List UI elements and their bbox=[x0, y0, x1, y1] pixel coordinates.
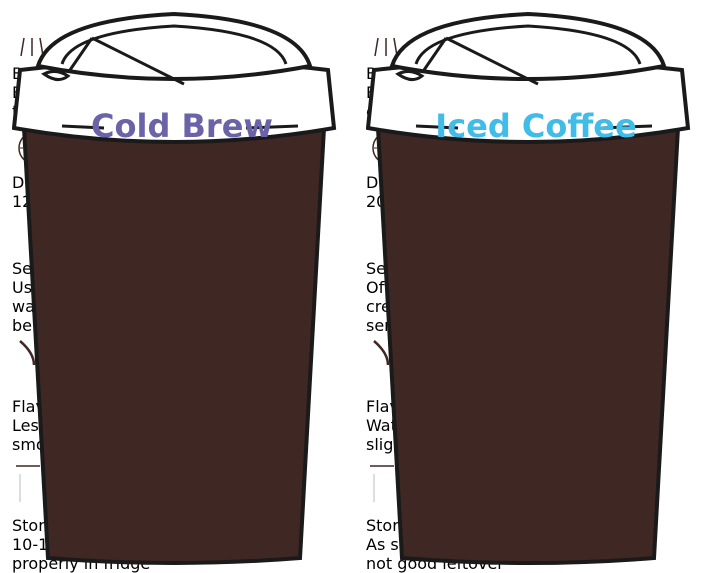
cup-title: Cold Brew bbox=[91, 107, 273, 145]
moka-pot-icon bbox=[366, 0, 706, 64]
jar-icon bbox=[12, 454, 352, 516]
cup-illustration bbox=[366, 11, 691, 565]
iced-coffee-cup: Iced Coffee Brewing ProcessBrewed hot an… bbox=[366, 0, 706, 573]
cold-brew-cup: Cold Brew Brewing ProcessBrewed cold or … bbox=[12, 0, 352, 573]
cup-title: Iced Coffee bbox=[435, 107, 637, 145]
moka-pot-icon bbox=[12, 0, 352, 64]
cup-illustration bbox=[12, 11, 337, 565]
jar-icon bbox=[366, 454, 706, 516]
